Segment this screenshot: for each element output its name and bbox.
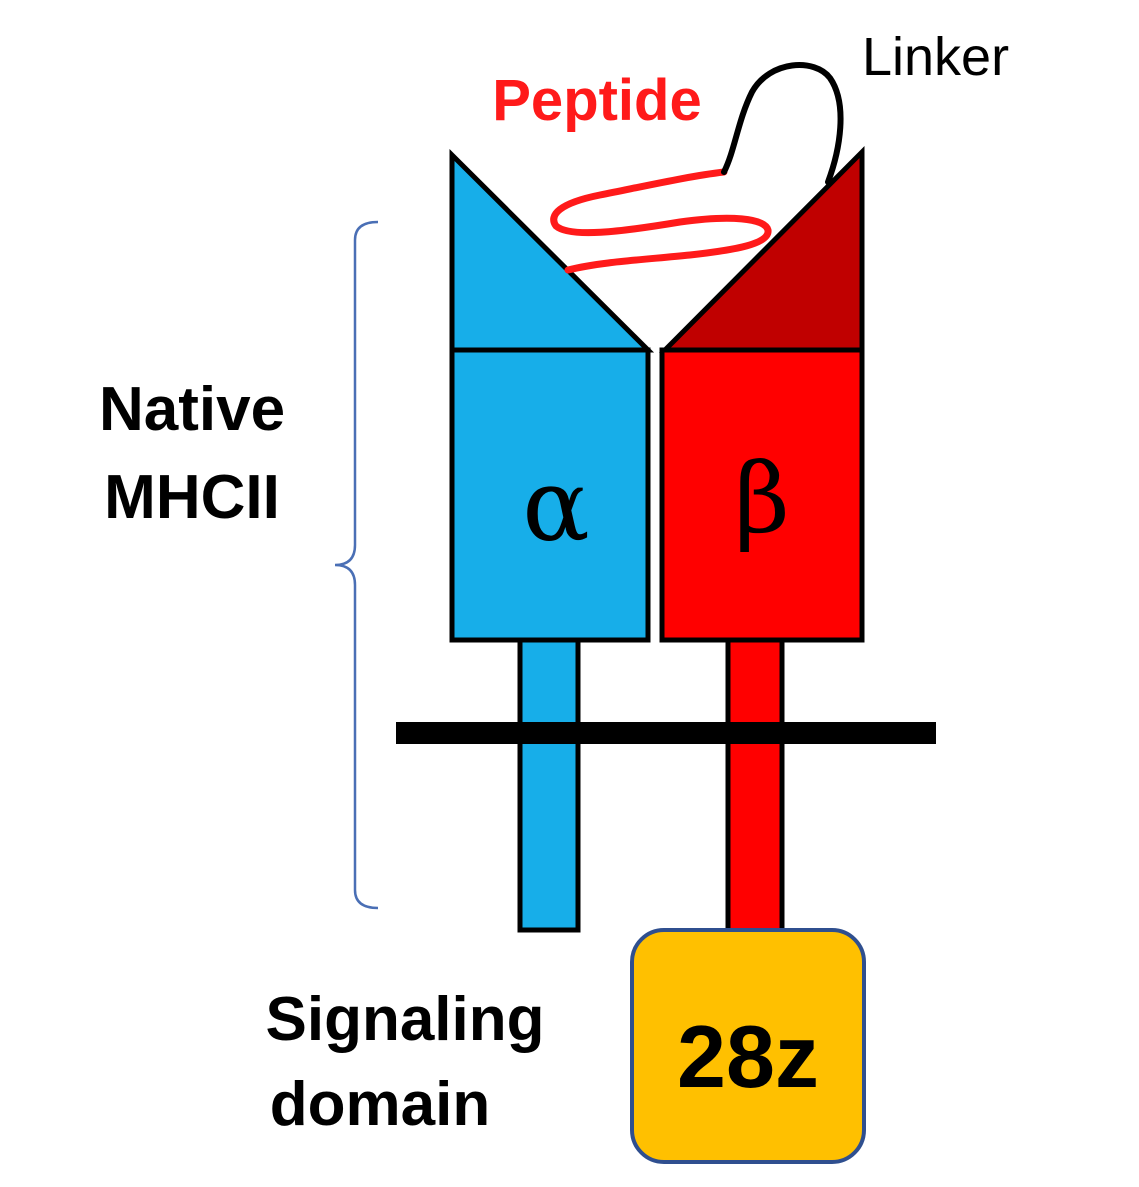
signaling-box-label: 28z [677,1007,819,1106]
native-mhcii-bracket [334,220,379,910]
linker-strand [721,62,844,185]
alpha-binding-domain [449,148,655,353]
cell-membrane [396,722,936,744]
beta-chain-body [659,347,865,643]
beta-label: β [734,443,790,555]
signaling-label-line2: domain [270,1070,490,1139]
alpha-stalk [517,637,581,933]
native-label-line1: Native [99,375,285,444]
alpha-label: α [522,447,590,564]
alpha-chain-body [449,347,651,643]
signaling-domain-box [630,928,866,1164]
peptide-strand [550,168,772,274]
linker-label: Linker [862,27,1009,87]
native-label-line2: MHCII [104,463,280,532]
peptide-label: Peptide [492,68,702,133]
beta-stalk [725,637,785,935]
signaling-label-line1: Signaling [266,985,545,1054]
